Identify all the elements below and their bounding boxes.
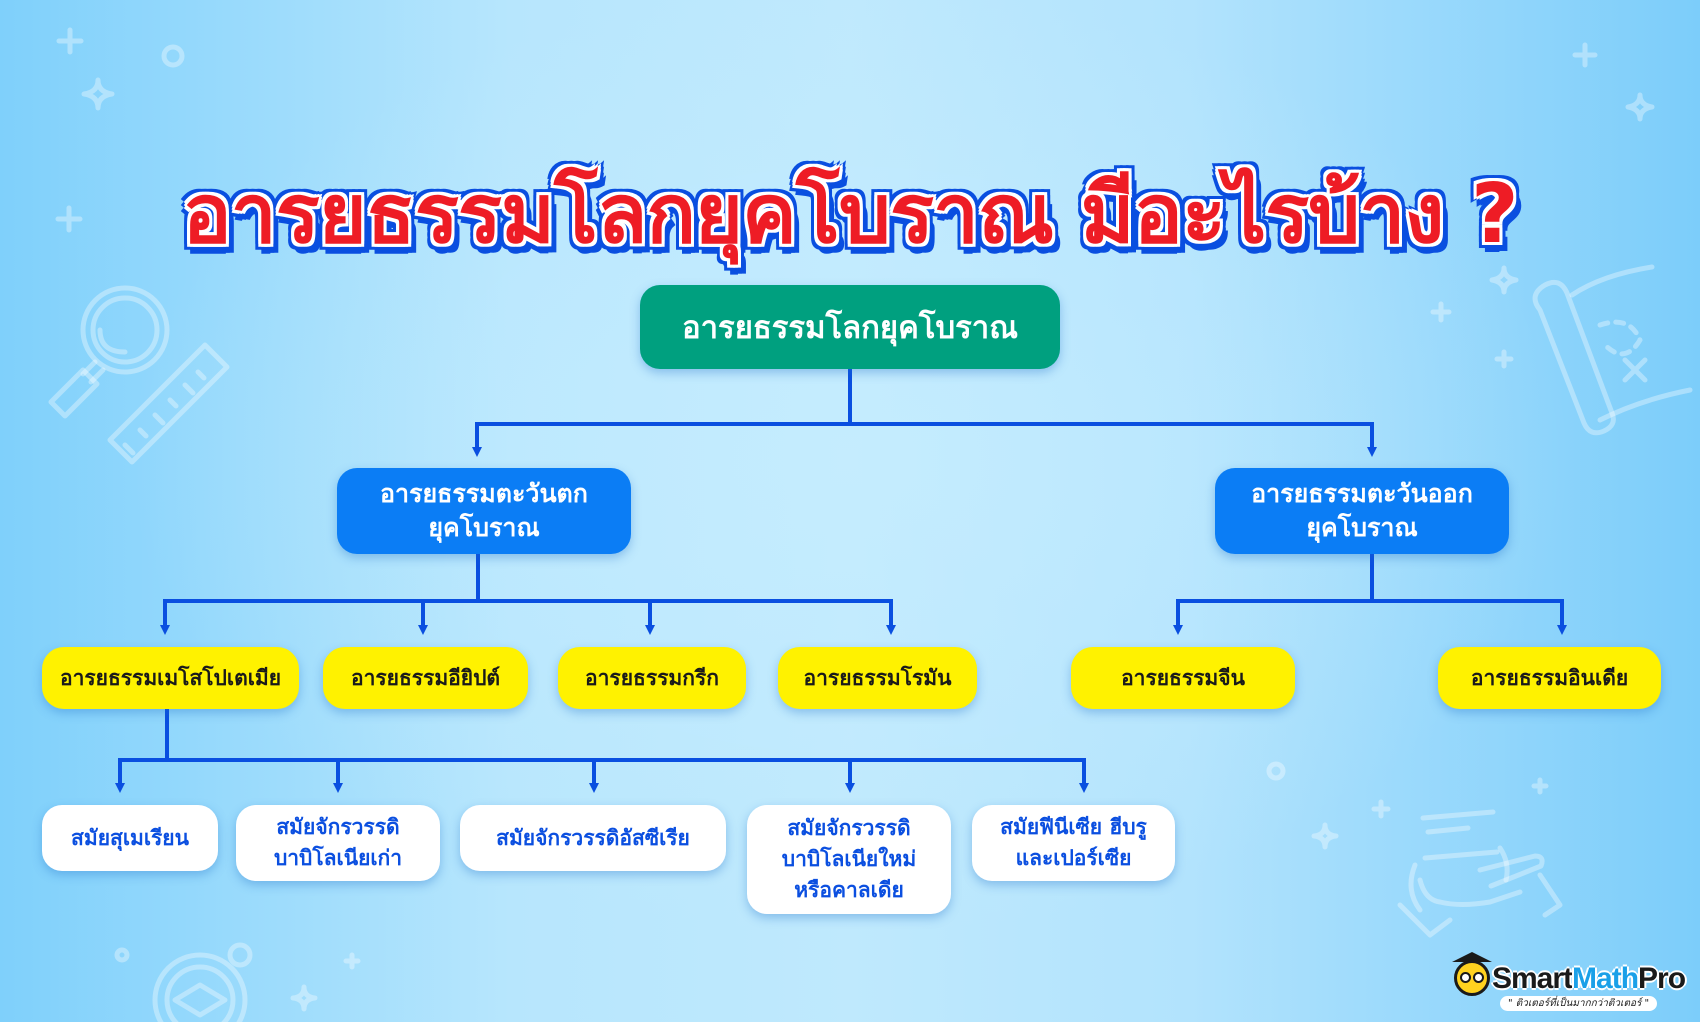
sparkle-icon [290, 984, 318, 1012]
node-phoenician-hebrew-persian: สมัยฟีนีเซีย ฮีบรู และเปอร์เซีย [972, 805, 1175, 881]
page-title: อารยธรรมโลกยุคโบราณ มีอะไรบ้าง ? [182, 166, 1518, 262]
node-label: สมัยจักรวรรดิอัสซีเรีย [496, 825, 690, 850]
root-label: อารยธรรมโลกยุคโบราณ [682, 310, 1018, 346]
node-label-line1: สมัยจักรวรรดิ [276, 815, 400, 839]
node-greek: อารยธรรมกรีก [558, 647, 746, 709]
node-western-ancient: อารยธรรมตะวันตก ยุคโบราณ [337, 468, 631, 554]
node-label-line1: สมัยจักรวรรดิ [787, 816, 911, 840]
root-node: อารยธรรมโลกยุคโบราณ [640, 285, 1060, 369]
ruler-icon [107, 342, 230, 465]
node-label: อารยธรรมกรีก [585, 665, 719, 690]
treasure-map-icon [1532, 264, 1693, 436]
mascot-face-icon [1454, 960, 1490, 996]
node-roman: อารยธรรมโรมัน [778, 647, 977, 709]
graduation-cap-icon [1452, 952, 1492, 962]
plus-icon [1531, 777, 1549, 795]
node-label: อารยธรรมเมโสโปเตเมีย [59, 665, 282, 690]
node-label-line2: บาบิโลเนียเก่า [273, 846, 403, 870]
brand-name: SmartMathPro [1492, 962, 1686, 995]
node-sumerian: สมัยสุเมเรียน [42, 805, 218, 871]
node-label-line1: อารยธรรมตะวันออก [1251, 479, 1473, 508]
sparkle-icon [81, 77, 115, 111]
node-label: สมัยสุเมเรียน [71, 825, 189, 850]
brand-tagline: " ติวเตอร์ที่เป็นมากกว่าติวเตอร์ " [1500, 996, 1658, 1011]
circle-icon [161, 44, 185, 68]
node-label-line3: หรือคาลเดีย [794, 878, 904, 902]
hand-writing-icon [1397, 809, 1563, 938]
node-egypt: อารยธรรมอียิปต์ [323, 647, 528, 709]
sparkle-icon [1311, 822, 1339, 850]
node-label-line1: สมัยฟีนีเซีย ฮีบรู [1000, 815, 1147, 839]
node-label: อารยธรรมโรมัน [803, 665, 952, 690]
plus-icon [1572, 42, 1598, 68]
plus-icon [1494, 349, 1514, 369]
node-old-babylonian: สมัยจักรวรรดิ บาบิโลเนียเก่า [236, 805, 440, 881]
sparkle-icon [1489, 265, 1519, 295]
smartmathpro-logo: SmartMathPro " ติวเตอร์ที่เป็นมากกว่าติว… [1452, 950, 1692, 1012]
circle-icon [1266, 761, 1286, 781]
plus-icon [1430, 301, 1452, 323]
compass-icon [152, 942, 253, 1022]
sparkle-icon [1625, 92, 1655, 122]
glasses-icon [1460, 972, 1471, 983]
glasses-icon [1473, 972, 1484, 983]
node-label-line1: อารยธรรมตะวันตก [380, 479, 588, 508]
plus-icon [56, 27, 84, 55]
plus-icon [343, 952, 361, 970]
node-mesopotamia: อารยธรรมเมโสโปเตเมีย [42, 647, 299, 709]
node-india: อารยธรรมอินเดีย [1438, 647, 1661, 709]
node-label-line2: บาบิโลเนียใหม่ [781, 847, 917, 871]
node-label-line2: และเปอร์เซีย [1015, 846, 1132, 870]
node-label: อารยธรรมอินเดีย [1470, 665, 1629, 690]
node-label: อารยธรรมจีน [1121, 665, 1245, 690]
node-label-line2: ยุคโบราณ [1306, 513, 1418, 542]
node-label-line2: ยุคโบราณ [428, 513, 540, 542]
node-china: อารยธรรมจีน [1071, 647, 1295, 709]
node-neo-babylonian: สมัยจักรวรรดิ บาบิโลเนียใหม่ หรือคาลเดีย [747, 805, 951, 914]
node-assyrian: สมัยจักรวรรดิอัสซีเรีย [460, 805, 726, 871]
node-label: อารยธรรมอียิปต์ [350, 665, 501, 690]
circle-icon [114, 947, 130, 963]
plus-icon [55, 205, 83, 233]
plus-icon [1371, 799, 1391, 819]
magnifier-icon [48, 285, 170, 419]
node-eastern-ancient: อารยธรรมตะวันออก ยุคโบราณ [1215, 468, 1509, 554]
